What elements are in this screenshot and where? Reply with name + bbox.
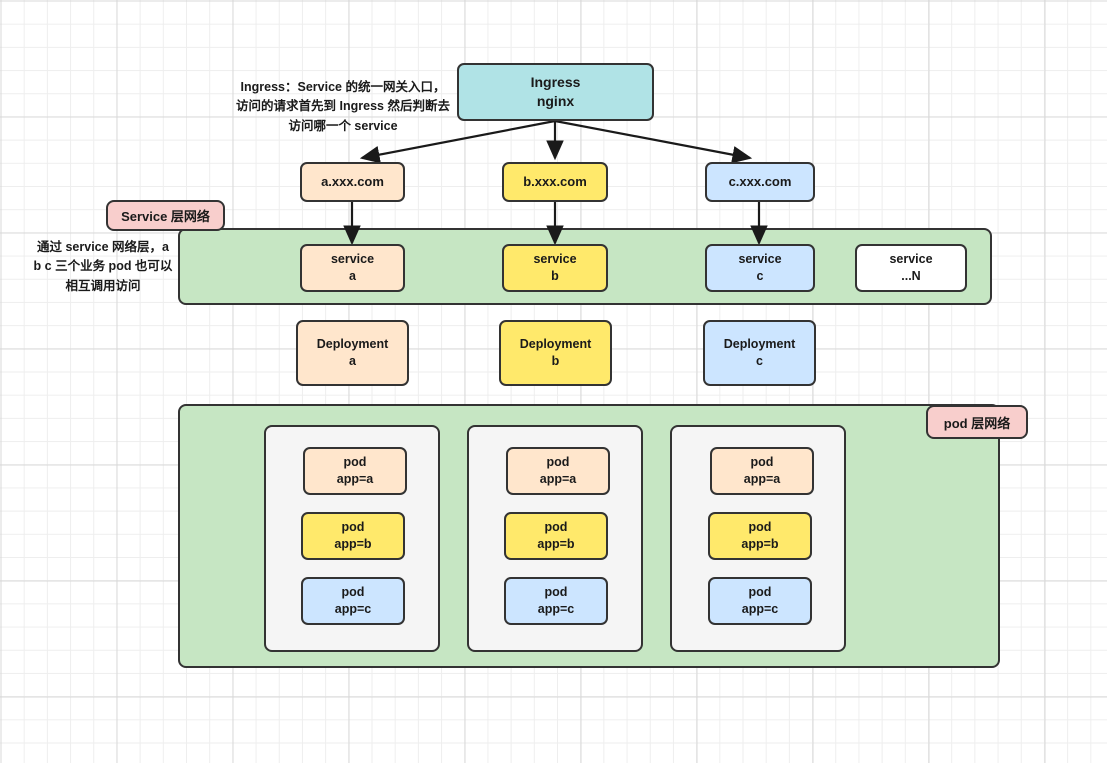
ingress-node-line-2: nginx (536, 93, 575, 109)
ingress-node[interactable]: Ingress nginx (457, 63, 654, 121)
pod-layer-tag: pod 层网络 (926, 405, 1028, 439)
domain-node-b[interactable]: b.xxx.com (502, 162, 608, 202)
pod-node-3-b-line-1: pod (748, 520, 772, 535)
pod-node-1-b-line-2: app=b (334, 537, 372, 551)
pod-node-1-a-line-2: app=a (336, 472, 374, 486)
service-node-b-line-2: b (551, 269, 559, 283)
deployment-node-a[interactable]: Deployment a (296, 320, 409, 386)
pod-node-3-b[interactable]: pod app=b (708, 512, 812, 560)
pod-node-3-a[interactable]: pod app=a (710, 447, 814, 495)
pod-node-2-c-line-1: pod (544, 585, 568, 600)
service-node-a-line-1: service (330, 252, 375, 267)
pod-node-3-b-line-2: app=b (741, 537, 779, 551)
pod-node-1-c-line-2: app=c (334, 602, 372, 616)
deployment-node-c-line-1: Deployment (723, 337, 796, 352)
pod-node-1-a[interactable]: pod app=a (303, 447, 407, 495)
deployment-node-b[interactable]: Deployment b (499, 320, 612, 386)
service-layer-tag-label: Service 层网络 (121, 209, 210, 224)
deployment-node-c[interactable]: Deployment c (703, 320, 816, 386)
service-node-a-line-2: a (349, 269, 356, 283)
pod-node-2-b[interactable]: pod app=b (504, 512, 608, 560)
ingress-annotation-line-2: 访问的请求首先到 Ingress 然后判断去 (236, 99, 450, 114)
pod-node-2-c-line-2: app=c (537, 602, 575, 616)
ingress-node-line-1: Ingress (530, 74, 581, 91)
service-node-n[interactable]: service ...N (855, 244, 967, 292)
domain-node-b-label: b.xxx.com (523, 174, 587, 190)
service-node-b-line-1: service (533, 252, 577, 267)
domain-node-c[interactable]: c.xxx.com (705, 162, 815, 202)
ingress-annotation-line-3: 访问哪一个 service (288, 118, 398, 133)
pod-node-3-c-line-2: app=c (741, 602, 779, 616)
service-node-n-line-2: ...N (901, 269, 921, 283)
service-layer-annotation-line-1: 通过 service 网络层，a (37, 240, 169, 254)
domain-node-a-label: a.xxx.com (321, 174, 384, 190)
pod-node-3-a-line-1: pod (750, 455, 774, 470)
service-layer-annotation-line-3: 相互调用访问 (65, 278, 141, 293)
pod-node-1-b-line-1: pod (341, 520, 365, 535)
deployment-node-b-line-1: Deployment (519, 337, 592, 352)
pod-node-2-a-line-1: pod (546, 455, 570, 470)
domain-node-c-label: c.xxx.com (728, 174, 792, 190)
service-node-c-line-2: c (756, 269, 764, 283)
service-layer-annotation-line-2: b c 三个业务 pod 也可以 (33, 259, 173, 274)
pod-node-3-c-line-1: pod (748, 585, 772, 600)
service-node-a[interactable]: service a (300, 244, 405, 292)
deployment-node-c-line-2: c (756, 354, 763, 368)
deployment-node-a-line-2: a (349, 354, 356, 368)
domain-node-a[interactable]: a.xxx.com (300, 162, 405, 202)
deployment-node-a-line-1: Deployment (316, 337, 389, 352)
pod-node-1-b[interactable]: pod app=b (301, 512, 405, 560)
arrow-ingress-to-c (554, 119, 753, 164)
pod-node-2-b-line-1: pod (544, 520, 568, 535)
pod-node-3-a-line-2: app=a (743, 472, 781, 486)
pod-node-1-c-line-1: pod (341, 585, 365, 600)
pod-node-2-a-line-2: app=a (539, 472, 577, 486)
pod-node-3-c[interactable]: pod app=c (708, 577, 812, 625)
service-layer-annotation: 通过 service 网络层，a b c 三个业务 pod 也可以 相互调用访问 (14, 238, 192, 296)
pod-node-2-c[interactable]: pod app=c (504, 577, 608, 625)
pod-layer-tag-label: pod 层网络 (943, 415, 1011, 431)
service-node-c[interactable]: service c (705, 244, 815, 292)
pod-node-2-b-line-2: app=b (537, 537, 575, 551)
deployment-node-b-line-2: b (551, 354, 560, 368)
pod-node-1-c[interactable]: pod app=c (301, 577, 405, 625)
service-layer-tag: Service 层网络 (106, 200, 225, 231)
service-node-c-line-1: service (738, 252, 782, 267)
service-node-n-line-1: service (889, 252, 933, 267)
pod-node-2-a[interactable]: pod app=a (506, 447, 610, 495)
service-node-b[interactable]: service b (502, 244, 608, 292)
ingress-annotation-line-1: Ingress：Service 的统一网关入口， (240, 80, 446, 94)
ingress-annotation: Ingress：Service 的统一网关入口， 访问的请求首先到 Ingres… (218, 78, 468, 136)
pod-node-1-a-line-1: pod (343, 455, 367, 470)
